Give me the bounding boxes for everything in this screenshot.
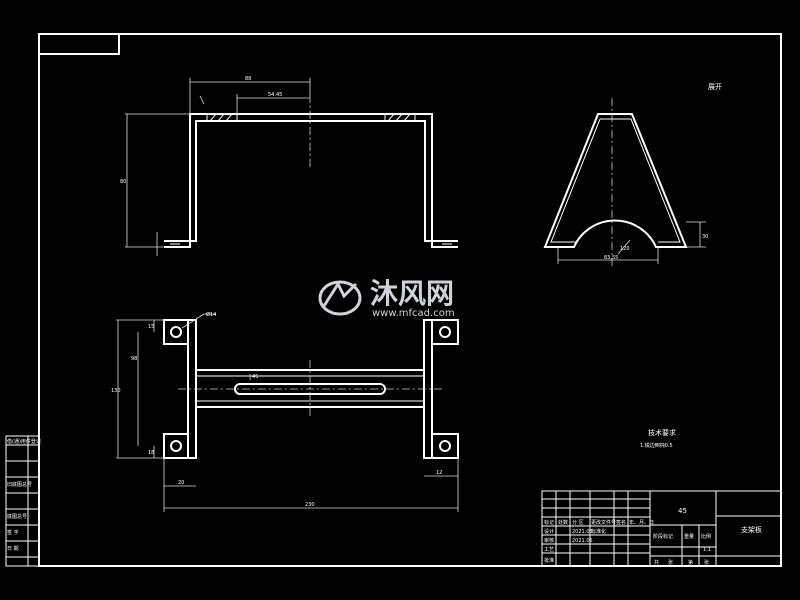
title-process: 工艺 (544, 547, 554, 553)
title-sheet-2: 第 (688, 559, 693, 566)
bracket-outline-outer (164, 113, 458, 248)
foot-top-right (431, 319, 459, 345)
dim-text-plan-offset: 20 (178, 480, 184, 486)
dim-text-plan-sm3: 12 (436, 470, 442, 476)
title-stage: 阶段标记 (653, 533, 673, 540)
dim-text-plan-width: 230 (305, 502, 315, 508)
left-table-cell-6: 签 字 (7, 529, 19, 536)
title-approve: 批准 (544, 557, 554, 564)
view-label-expand: 展开 (708, 83, 722, 91)
title-scale: 比例 (701, 533, 711, 540)
hole-top-left (170, 326, 182, 338)
dim-text-cone-height: 30 (702, 234, 708, 240)
dim-text-plan-depth: 98 (131, 356, 137, 362)
left-table-cell-0: 借(通)用件登记 (7, 438, 41, 445)
side-view (543, 98, 706, 268)
left-margin-table (5, 435, 40, 567)
title-row-label-3: 更改文件号 (591, 519, 616, 526)
watermark-brand: 沐风网 (370, 277, 454, 310)
title-scale-value: 1:1 (703, 547, 711, 553)
hole-bottom-right (439, 440, 451, 452)
title-sheet-0: 共 (654, 559, 659, 566)
title-part-name: 支架板 (741, 525, 762, 534)
side-inner-line (550, 118, 681, 243)
foot-top-left (163, 319, 189, 345)
dim-text-angle: 120 (620, 246, 630, 252)
title-row-label-5: 年、月、日 (629, 519, 654, 526)
left-table-cell-7: 日 期 (7, 546, 19, 552)
foot-bottom-right (431, 433, 459, 459)
dim-text-plan-sm2: 18 (148, 450, 154, 456)
left-table-cell-2: 旧底图总号 (7, 481, 32, 488)
plan-crossbar (195, 369, 425, 408)
front-view (125, 78, 458, 256)
watermark-url: www.mfcad.com (372, 308, 455, 319)
notes-title: 技术要求 (648, 428, 676, 437)
dim-text-top-width: 88 (245, 76, 251, 82)
title-weight: 重量 (684, 533, 694, 540)
left-table-cell-4: 底图总号 (7, 513, 27, 520)
watermark: 沐风网 www.mfcad.com (318, 277, 455, 319)
plan-view (116, 313, 459, 512)
dim-text-cone-base: 83.55 (604, 255, 618, 261)
title-row-label-4: 签名 (616, 519, 626, 526)
dim-text-left-height: 80 (120, 179, 126, 185)
dim-text-plan-sm1: 15 (148, 324, 154, 330)
title-sheet-1: 张 (668, 559, 673, 566)
title-row-label-1: 处数 (558, 519, 568, 526)
title-row-label-2: 分 区 (572, 519, 584, 526)
dim-text-plan-sm4: 45 (252, 374, 258, 380)
title-material: 45 (678, 507, 687, 515)
title-block (541, 490, 782, 567)
corner-code-box (38, 33, 120, 55)
title-row-label-0: 标记 (544, 519, 554, 526)
title-designer-label: 设计 (544, 528, 554, 535)
hatch-pad-left (206, 113, 238, 122)
leader-hole (181, 313, 205, 329)
title-designer-date: 2021.05 (572, 529, 593, 535)
watermark-logo-icon (318, 280, 362, 316)
notes-line: 1.锐边倒钝0.5 (640, 442, 673, 449)
title-sheet-3: 张 (704, 559, 709, 566)
title-review: 审核 (544, 537, 554, 544)
foot-bottom-left (163, 433, 189, 459)
hole-top-right (439, 326, 451, 338)
bracket-outline-inner (164, 120, 458, 242)
hole-bottom-left (170, 440, 182, 452)
plan-slot (234, 383, 386, 395)
title-standard-label: 标准化 (591, 528, 606, 535)
drawing-border (38, 33, 782, 567)
title-date2: 2021.05 (572, 538, 593, 544)
side-outline (543, 113, 688, 248)
dim-text-plan-total: 130 (111, 388, 121, 394)
hatch-pad-right (384, 113, 416, 122)
dim-text-top-inner: 54.45 (268, 92, 282, 98)
dim-text-hole: Ø14 (206, 311, 216, 318)
